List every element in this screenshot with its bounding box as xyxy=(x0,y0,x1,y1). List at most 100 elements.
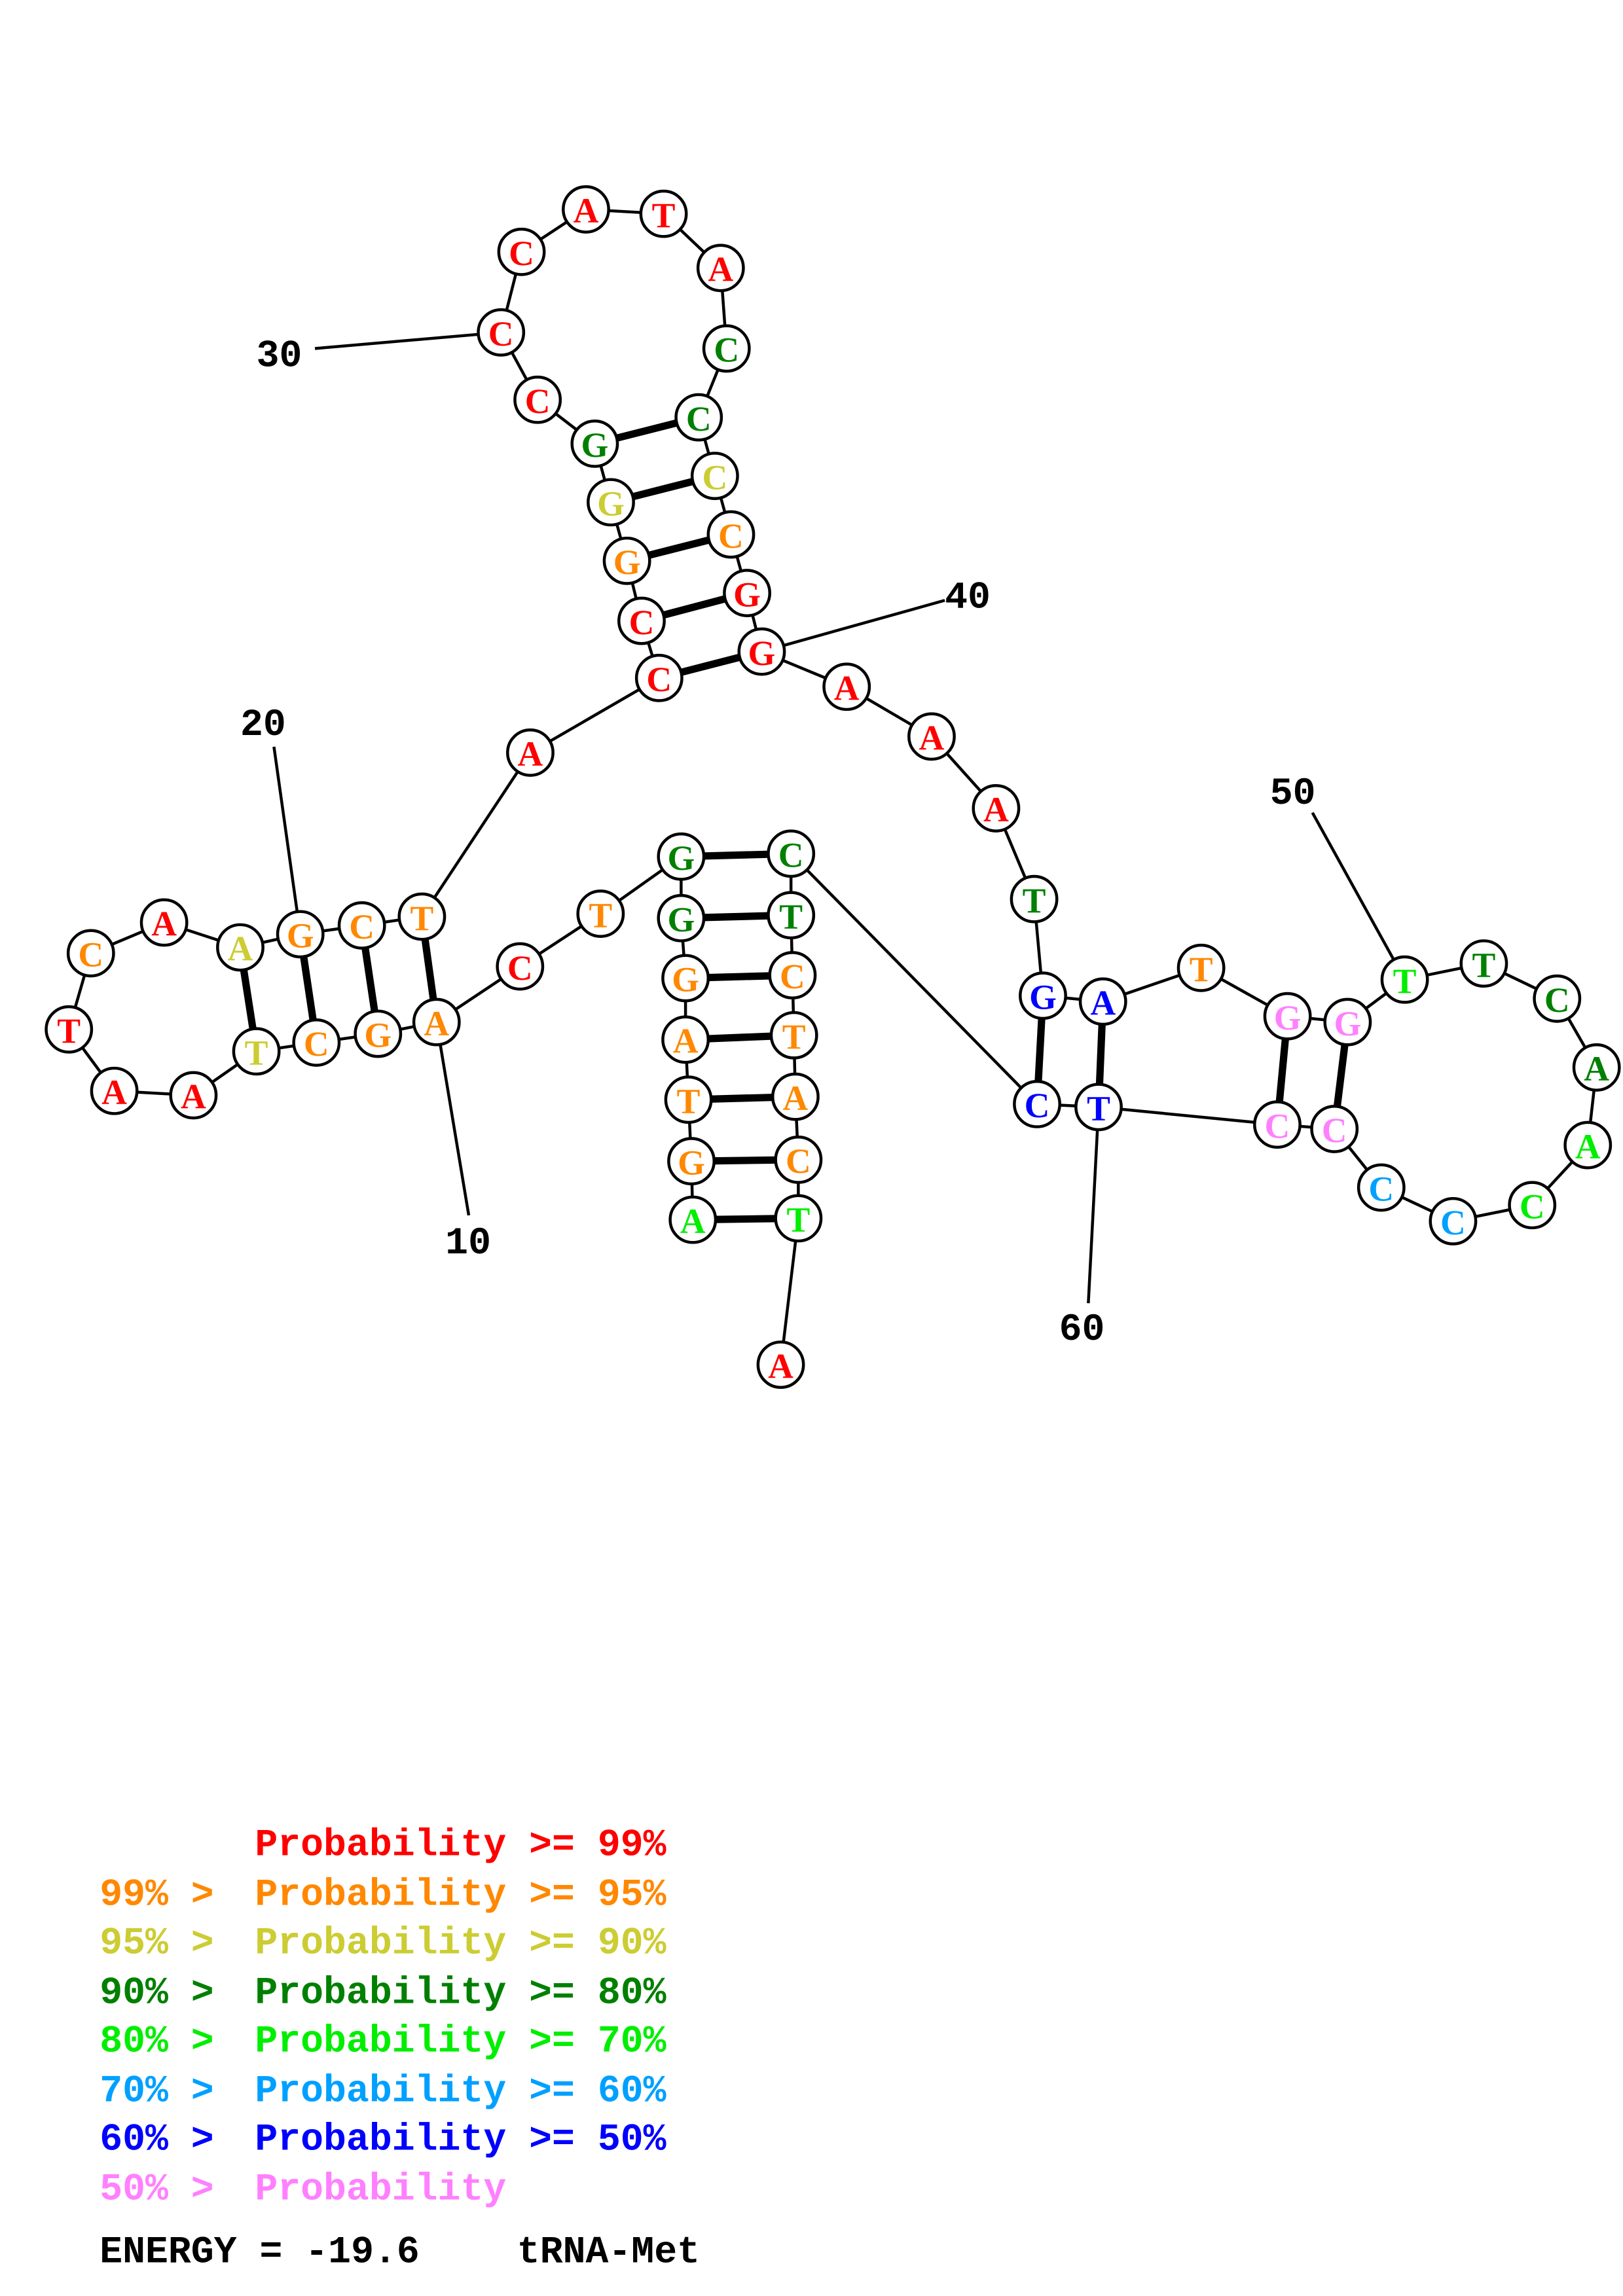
nucleotide-circle xyxy=(1263,992,1312,1041)
nucleotide-41: A xyxy=(822,662,871,711)
nucleotide-circle xyxy=(570,419,619,468)
nucleotide-circle xyxy=(657,893,706,942)
legend-entry: Probability >= 99% xyxy=(100,1825,666,1867)
legend-prefix xyxy=(100,1825,191,1867)
nucleotide-21: C xyxy=(337,901,386,950)
backbone-segment xyxy=(529,676,660,754)
nucleotide-base: G xyxy=(672,960,699,999)
nucleotide-10: A xyxy=(412,997,461,1047)
nucleotide-circle xyxy=(513,375,562,424)
nucleotide-circle xyxy=(661,954,710,1003)
nucleotide-circle xyxy=(602,536,651,585)
nucleotide-base: T xyxy=(57,1011,81,1050)
nucleotide-circle xyxy=(337,901,386,950)
nucleotide-circle xyxy=(657,832,706,881)
nucleotide-circle xyxy=(1563,1121,1613,1170)
nucleotide-57: C xyxy=(1357,1163,1406,1212)
legend-text: Probability >= 90% xyxy=(255,1922,666,1965)
nucleotide-base: C xyxy=(702,457,727,497)
nucleotide-base: C xyxy=(1025,1086,1050,1125)
nucleotide-base: C xyxy=(778,836,804,875)
nucleotide-base: C xyxy=(1322,1111,1347,1150)
nucleotide-base: C xyxy=(488,314,514,353)
legend-entry: 95% > Probability >= 90% xyxy=(100,1922,666,1965)
nucleotide-base: G xyxy=(1029,978,1057,1017)
nucleotide-28: G xyxy=(570,419,619,468)
legend-entry: 99% > Probability >= 95% xyxy=(100,1874,666,1917)
legend-entry: 90% > Probability >= 80% xyxy=(100,1973,666,2015)
nucleotide-base: A xyxy=(983,790,1009,829)
nucleotide-circle xyxy=(972,784,1021,833)
nucleotide-base: T xyxy=(410,899,433,938)
nucleotide-circle xyxy=(1176,943,1226,992)
backbone-segment xyxy=(790,852,1038,1105)
position-label-20: 20 xyxy=(240,704,286,747)
probability-legend: Probability >= 99% 99% > Probability >= 9… xyxy=(100,1825,666,2212)
nucleotide-54: A xyxy=(1563,1121,1613,1170)
nucleotide-circle xyxy=(617,596,666,645)
nucleotide-32: A xyxy=(562,185,610,234)
nucleotide-circle xyxy=(696,243,745,293)
nucleotide-base: A xyxy=(228,929,253,969)
nucleotide-base: A xyxy=(1584,1049,1609,1088)
nucleotide-66: A xyxy=(771,1072,820,1121)
nucleotide-circle xyxy=(723,569,771,617)
energy-label: ENERGY = -19.6 xyxy=(100,2232,420,2274)
nucleotide-62: C xyxy=(767,829,816,878)
nucleotide-55: C xyxy=(1508,1181,1557,1230)
nucleotide-45: G xyxy=(1019,971,1067,1020)
position-tick-line xyxy=(761,599,945,653)
nucleotide-16: T xyxy=(45,1005,94,1054)
nucleotide-26: G xyxy=(602,536,651,585)
position-tick-line xyxy=(1087,1107,1101,1304)
nucleotide-68: T xyxy=(774,1194,823,1243)
nucleotide-33: T xyxy=(639,189,688,238)
nucleotide-circle xyxy=(576,889,625,938)
nucleotide-37: C xyxy=(690,452,739,501)
nucleotide-43: A xyxy=(972,784,1021,833)
nucleotide-53: A xyxy=(1572,1043,1621,1092)
position-tick-line xyxy=(272,746,302,935)
nucleotide-20: G xyxy=(276,910,325,959)
nucleotide-4: A xyxy=(661,1015,710,1064)
nucleotide-circle xyxy=(774,1135,823,1184)
nucleotide-12: C xyxy=(292,1018,341,1067)
nucleotide-base: C xyxy=(686,399,712,439)
nucleotide-base: A xyxy=(673,1022,699,1061)
nucleotide-base: A xyxy=(680,1202,706,1241)
legend-prefix: 80% > xyxy=(100,2020,236,2063)
position-label-60: 60 xyxy=(1059,1309,1105,1352)
nucleotide-circle xyxy=(139,898,189,947)
nucleotide-25: C xyxy=(617,596,666,645)
nucleotide-27: G xyxy=(587,478,635,527)
legend-prefix: 70% > xyxy=(100,2070,236,2113)
nucleotide-base: C xyxy=(509,234,534,273)
nucleotide-base: T xyxy=(786,1200,810,1240)
nucleotide-circle xyxy=(702,324,751,373)
nucleotide-34: A xyxy=(696,243,745,293)
nucleotide-circle xyxy=(771,1072,820,1121)
nucleotide-base: A xyxy=(768,1346,793,1386)
nucleotide-circle xyxy=(1013,1079,1061,1128)
legend-text: Probability xyxy=(255,2168,506,2211)
nucleotide-circle xyxy=(1508,1181,1557,1230)
nucleotide-circle xyxy=(1310,1105,1359,1153)
nucleotide-circle xyxy=(737,627,786,676)
position-tick-line xyxy=(314,331,501,350)
legend-prefix: 99% > xyxy=(100,1874,236,1917)
legend-entry: 70% > Probability >= 60% xyxy=(100,2070,666,2113)
nucleotide-circle xyxy=(1459,939,1508,988)
legend-entry: 50% > Probability xyxy=(100,2168,506,2211)
nucleotide-61: C xyxy=(1013,1079,1061,1128)
nucleotide-14: A xyxy=(169,1071,218,1120)
legend-text: Probability >= 80% xyxy=(255,1973,666,2015)
nucleotide-circle xyxy=(90,1066,139,1115)
nucleotide-69: A xyxy=(756,1340,805,1390)
nucleotide-circle xyxy=(907,712,956,761)
legend-entry: 60% > Probability >= 50% xyxy=(100,2119,666,2161)
nucleotide-circle xyxy=(562,185,610,234)
nucleotide-base: C xyxy=(304,1024,329,1064)
nucleotide-base: G xyxy=(597,484,625,524)
